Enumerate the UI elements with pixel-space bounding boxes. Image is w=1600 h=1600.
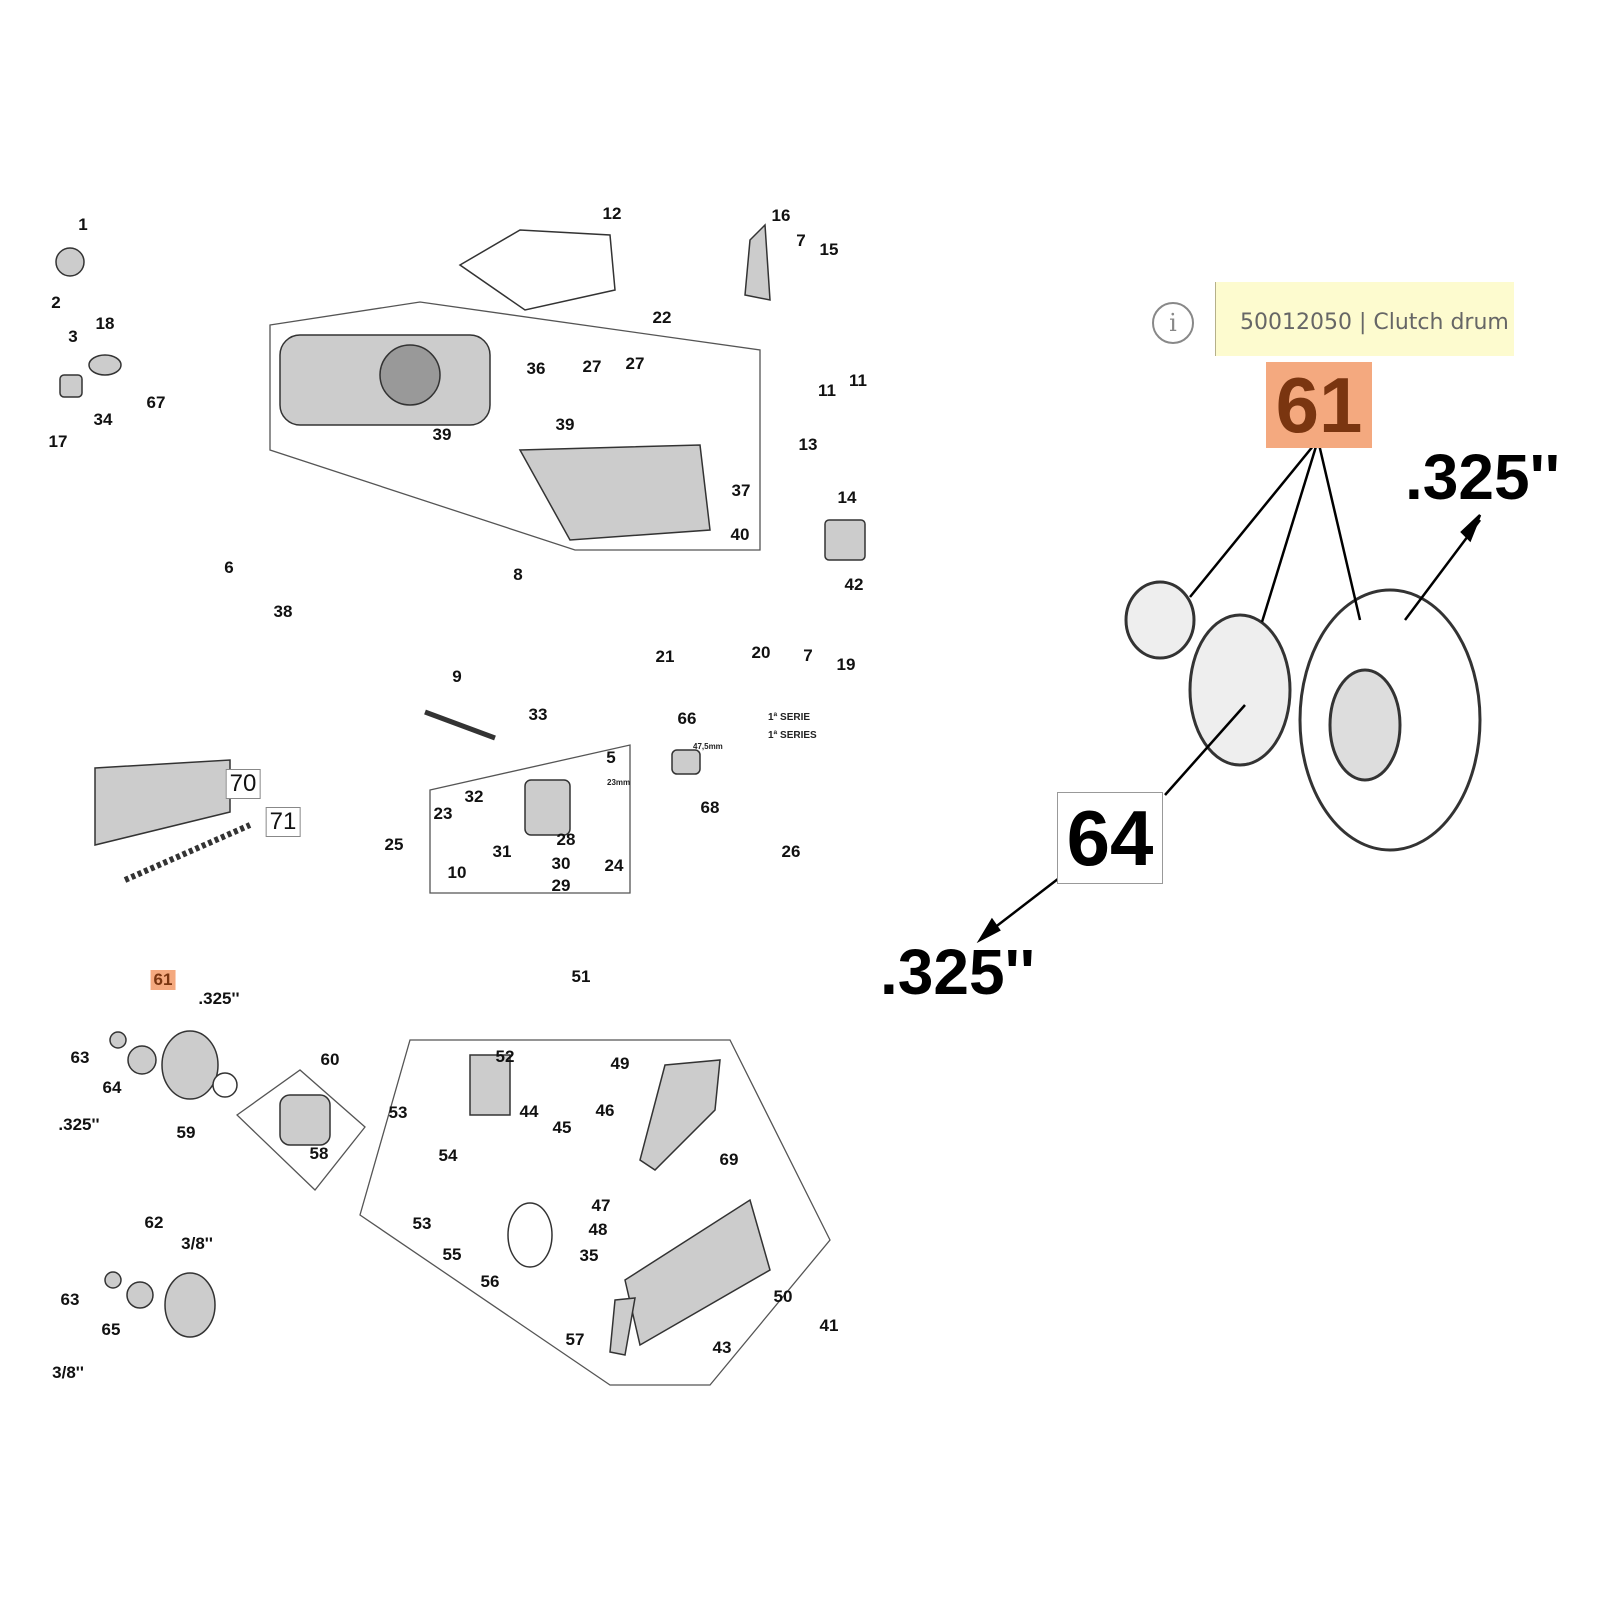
part-label: 31 <box>492 842 512 861</box>
part-label: 29 <box>551 876 571 895</box>
part-label: 68 <box>700 798 720 817</box>
part-label: 60 <box>320 1050 340 1069</box>
part-label: 64 <box>102 1078 122 1097</box>
serie-note: 1ª SERIE <box>768 712 811 723</box>
part-label: 59 <box>176 1123 196 1142</box>
part-label: 27 <box>582 357 602 376</box>
part-label: 46 <box>595 1101 615 1120</box>
callout-64[interactable]: 64 <box>1057 792 1163 884</box>
part-label: .325'' <box>58 1115 100 1134</box>
part-label: 42 <box>844 575 864 594</box>
part-label: 57 <box>565 1330 585 1349</box>
part-label: 17 <box>48 432 68 451</box>
part-label: 52 <box>495 1047 515 1066</box>
part-label: 13 <box>798 435 818 454</box>
part-label: 39 <box>555 415 575 434</box>
part-label: 66 <box>677 709 697 728</box>
part-label: 38 <box>273 602 293 621</box>
part-label: 16 <box>771 206 791 225</box>
part-label: 6 <box>224 558 234 577</box>
part-sketches <box>55 223 1482 1356</box>
part-label: 63 <box>60 1290 80 1309</box>
length-note: 47,5mm <box>693 742 723 751</box>
part-label: 70 <box>225 769 261 799</box>
part-label: 5 <box>606 748 616 767</box>
pitch-label-top: .325'' <box>1405 441 1560 513</box>
detail-leader-lines <box>976 439 1482 944</box>
part-label: 3/8'' <box>181 1234 213 1253</box>
part-label: 28 <box>556 830 576 849</box>
pitch-label-bottom: .325'' <box>880 936 1035 1008</box>
series-note: 1ª SERIES <box>768 730 817 741</box>
group-outlines <box>235 301 831 1386</box>
part-label: 23 <box>433 804 453 823</box>
part-label: 30 <box>551 854 571 873</box>
part-label: 48 <box>588 1220 608 1239</box>
part-label: 53 <box>388 1103 408 1122</box>
part-label[interactable]: 61 <box>150 970 176 990</box>
part-label: 44 <box>519 1102 539 1121</box>
part-label: 34 <box>93 410 113 429</box>
part-label: 53 <box>412 1214 432 1233</box>
part-label: 67 <box>146 393 166 412</box>
tooltip-text: 50012050 | Clutch drum <box>1240 310 1509 335</box>
part-label: 8 <box>513 565 523 584</box>
part-label: 24 <box>604 856 624 875</box>
part-label: 41 <box>819 1316 839 1335</box>
info-icon[interactable]: i <box>1152 302 1194 344</box>
part-label: 10 <box>447 863 467 882</box>
part-label: 54 <box>438 1146 458 1165</box>
part-label: 56 <box>480 1272 500 1291</box>
part-label: 51 <box>571 967 591 986</box>
part-label: 26 <box>781 842 801 861</box>
part-label: 25 <box>384 835 404 854</box>
part-label: 9 <box>452 667 462 686</box>
part-label: 32 <box>464 787 484 806</box>
part-label: 14 <box>837 488 857 507</box>
part-label: 45 <box>552 1118 572 1137</box>
part-label: 63 <box>70 1048 90 1067</box>
part-label: 3 <box>68 327 78 346</box>
part-label: 19 <box>836 655 856 674</box>
part-label: 1 <box>78 215 88 234</box>
part-label: 55 <box>442 1245 462 1264</box>
part-label: 49 <box>610 1054 630 1073</box>
part-label: .325'' <box>198 989 240 1008</box>
part-label: 71 <box>265 807 301 837</box>
part-label: 2 <box>51 293 61 312</box>
part-label: 11 <box>818 381 836 400</box>
part-label: 21 <box>655 647 675 666</box>
size-note: 23mm <box>607 778 631 787</box>
part-label: 18 <box>95 314 115 333</box>
part-label: 20 <box>751 643 771 662</box>
part-label: 43 <box>712 1338 732 1357</box>
part-label: 58 <box>309 1144 329 1163</box>
part-label: 33 <box>528 705 548 724</box>
part-label: 65 <box>101 1320 121 1339</box>
part-tooltip: 50012050 | Clutch drum <box>1215 282 1514 356</box>
part-label: 47 <box>591 1196 611 1215</box>
part-label: 22 <box>652 308 672 327</box>
part-label: 27 <box>625 354 645 373</box>
part-label: 37 <box>731 481 751 500</box>
part-label: 69 <box>719 1150 739 1169</box>
part-label: 15 <box>819 240 839 259</box>
part-label: 7 <box>803 646 813 665</box>
part-label: 3/8'' <box>52 1363 84 1382</box>
part-label: 50 <box>773 1287 793 1306</box>
part-label: 7 <box>796 231 806 250</box>
part-label: 62 <box>144 1213 164 1232</box>
part-label: 11 <box>849 371 867 390</box>
callout-61[interactable]: 61 <box>1266 362 1372 448</box>
part-label: 40 <box>730 525 750 544</box>
part-label: 36 <box>526 359 546 378</box>
part-label: 12 <box>602 204 622 223</box>
part-label: 35 <box>579 1246 599 1265</box>
part-label: 39 <box>432 425 452 444</box>
